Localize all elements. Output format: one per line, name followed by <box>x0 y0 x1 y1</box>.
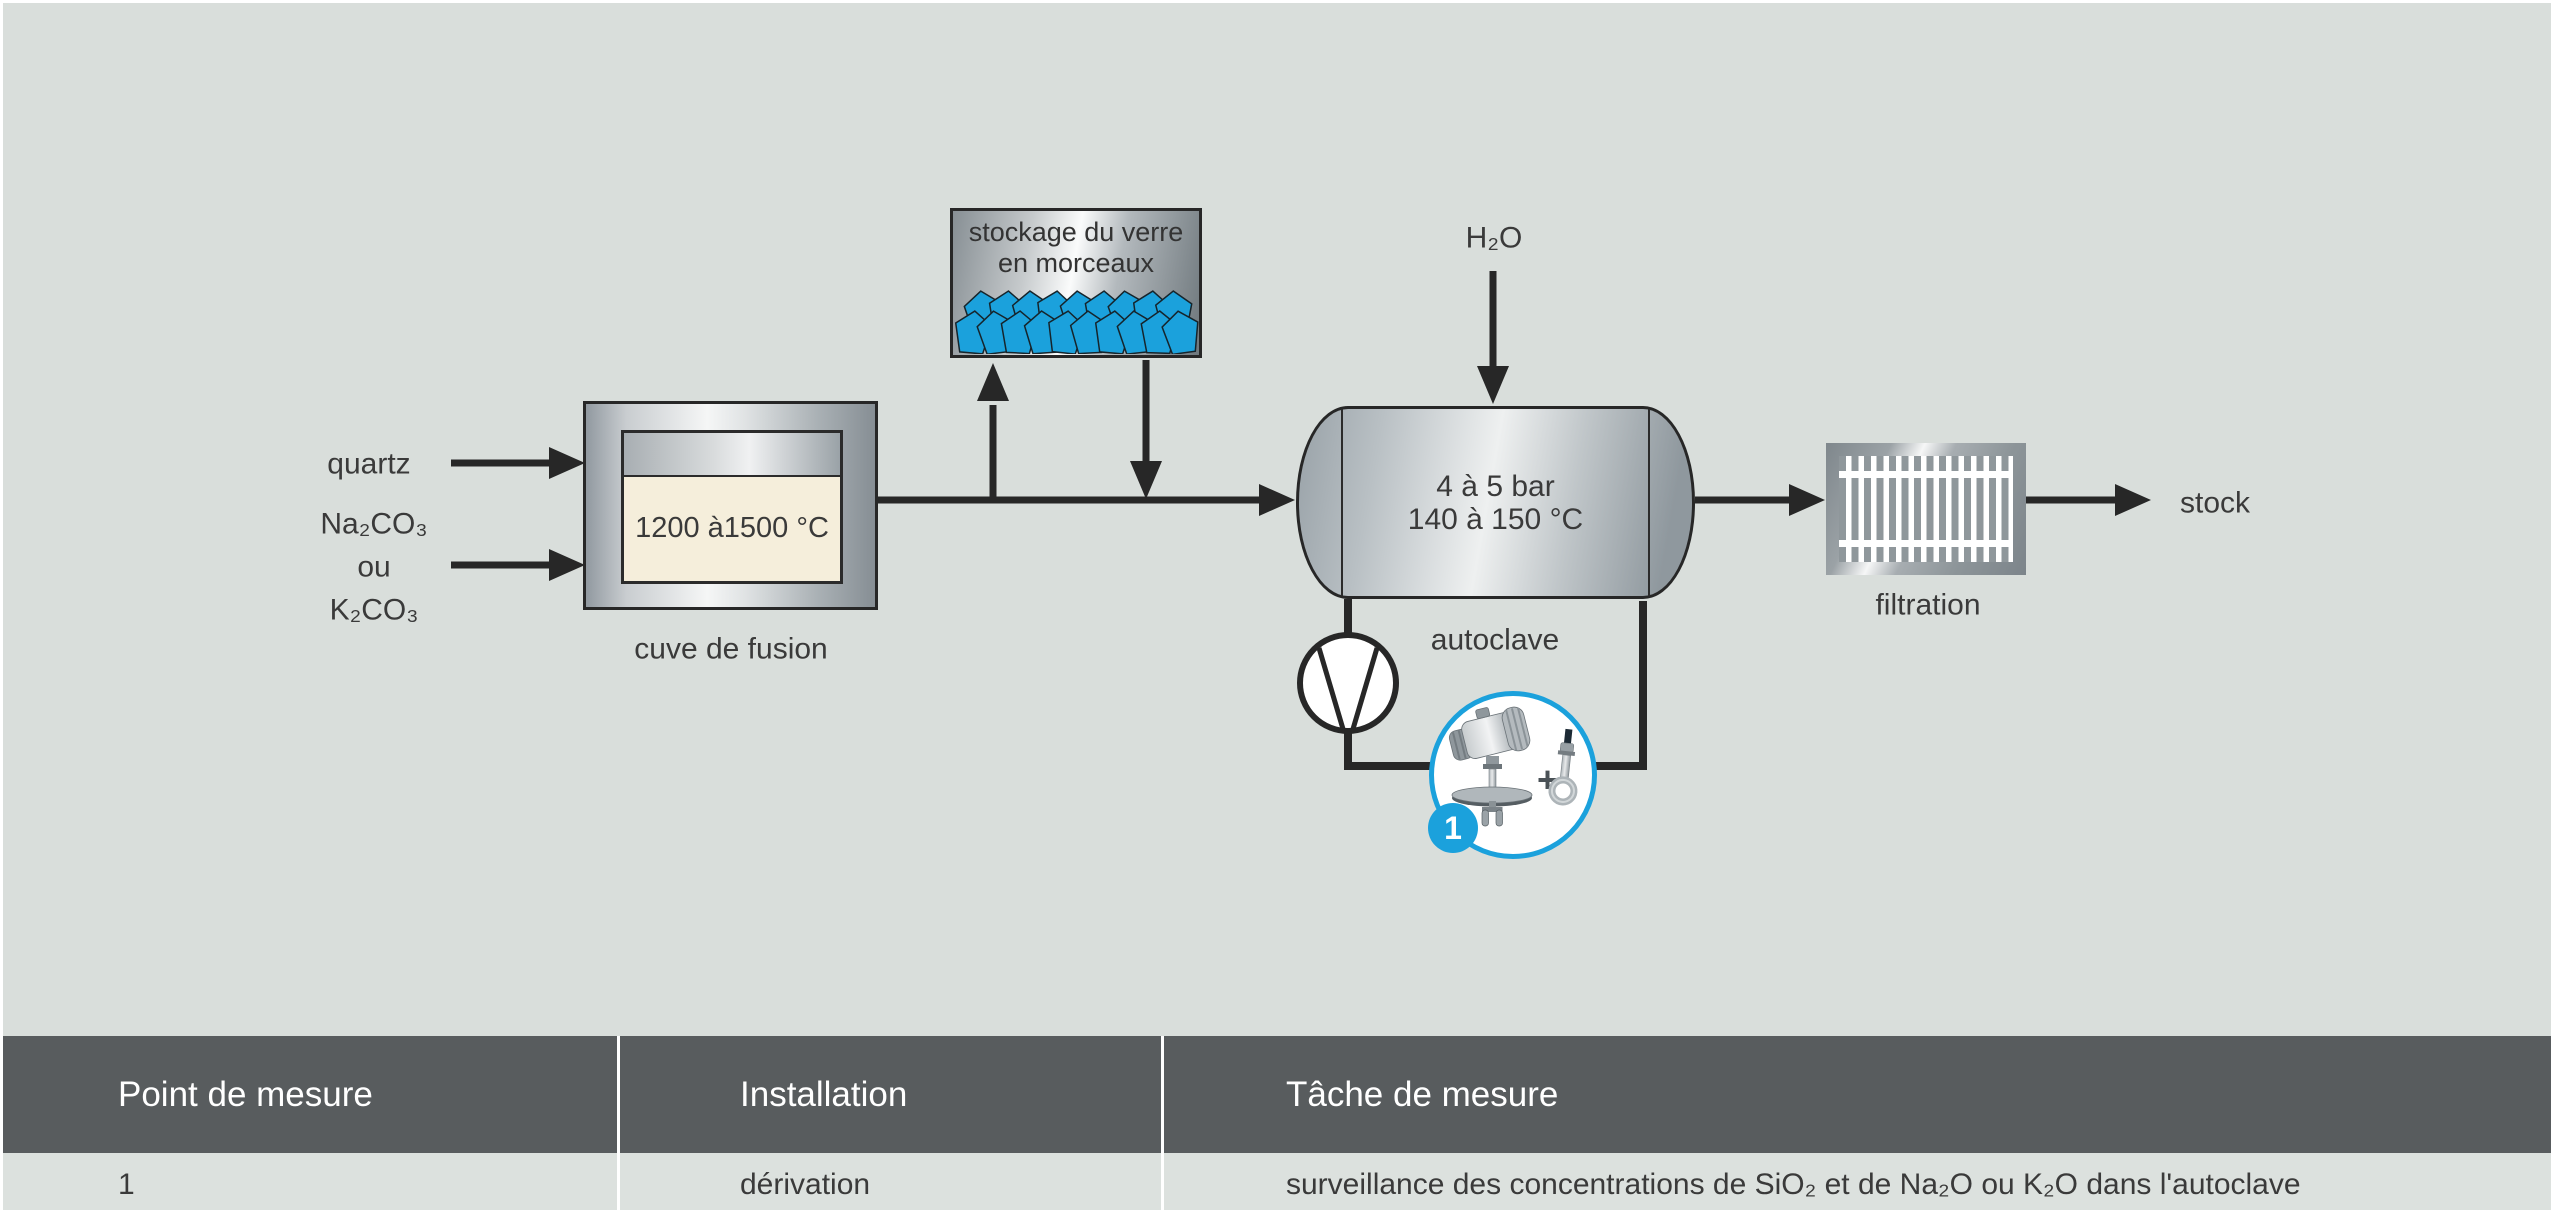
measure-point-badge: 1 <box>1428 803 1478 853</box>
melting-tank-temperature: 1200 à1500 °C <box>635 511 829 544</box>
header-text-installation: Installation <box>740 1074 908 1114</box>
filter-grid <box>1839 456 2013 562</box>
stock-label: stock <box>2179 486 2251 520</box>
row-cell-point: 1 <box>3 1153 620 1210</box>
water-input-label: H₂O <box>1465 221 1523 255</box>
row-cell-installation: dérivation <box>620 1153 1164 1210</box>
arrow-from-storage <box>1130 360 1162 499</box>
melting-tank-label: cuve de fusion <box>634 632 828 666</box>
autoclave-temperature: 140 à 150 °C <box>1407 502 1584 536</box>
glass-shards-icon <box>953 290 1199 354</box>
arrow-carbonate-input <box>451 549 585 581</box>
density-sensor-icon: + <box>1448 706 1578 827</box>
sensor-stem-and-flange <box>1451 756 1533 827</box>
input-label-quartz: quartz <box>327 447 411 481</box>
row-cell-tache: surveillance des concentrations de SiO₂ … <box>1164 1153 2551 1210</box>
pump-symbol <box>1297 632 1399 734</box>
autoclave-label: autoclave <box>1430 623 1560 657</box>
filtration-unit <box>1826 443 2026 575</box>
melting-tank-chamber: 1200 à1500 °C <box>621 430 843 584</box>
autoclave-left-seam <box>1341 409 1343 596</box>
header-cell-installation: Installation <box>620 1036 1164 1153</box>
arrow-water-input <box>1477 271 1509 404</box>
header-text-tache-de-mesure: Tâche de mesure <box>1286 1074 1559 1114</box>
glass-storage-box: stockage du verre en morceaux <box>950 208 1202 358</box>
carbonate-line-ou: ou <box>357 550 391 584</box>
arrow-melt-to-autoclave <box>878 484 1295 516</box>
glass-storage-label-line2: en morceaux <box>997 248 1155 278</box>
carbonate-line-k2co3: K₂CO₃ <box>329 593 419 627</box>
autoclave-vessel: 4 à 5 bar 140 à 150 °C <box>1296 406 1695 599</box>
arrow-quartz-input <box>451 447 585 479</box>
probe-sensor <box>1548 728 1578 806</box>
arrow-filtration-to-stock <box>2026 484 2151 516</box>
arrow-to-storage <box>977 363 1009 500</box>
transmitter-housing <box>1448 706 1531 761</box>
header-cell-point-de-mesure: Point de mesure <box>3 1036 620 1153</box>
melt-surface <box>624 433 840 477</box>
glass-storage-label-line1: stockage du verre <box>968 217 1184 247</box>
arrow-autoclave-to-filtration <box>1695 484 1825 516</box>
flow-lines-layer <box>451 271 2151 770</box>
melting-tank: 1200 à1500 °C <box>583 401 878 610</box>
row-text-point: 1 <box>118 1167 135 1201</box>
measure-point-number: 1 <box>1444 809 1462 846</box>
carbonate-line-na2co3: Na₂CO₃ <box>320 507 428 541</box>
autoclave-conditions: 4 à 5 bar 140 à 150 °C <box>1299 409 1692 596</box>
header-cell-tache-de-mesure: Tâche de mesure <box>1164 1036 2551 1153</box>
measure-table-row: 1 dérivation surveillance des concentrat… <box>3 1153 2551 1210</box>
autoclave-right-seam <box>1648 409 1650 596</box>
glass-storage-label: stockage du verre en morceaux <box>953 217 1199 279</box>
row-text-installation: dérivation <box>740 1167 871 1201</box>
input-label-carbonates: Na₂CO₃ ou K₂CO₃ <box>320 503 427 632</box>
filtration-label: filtration <box>1875 588 1981 622</box>
measure-table-header: Point de mesure Installation Tâche de me… <box>3 1036 2551 1153</box>
autoclave-pressure: 4 à 5 bar <box>1436 469 1555 503</box>
row-text-tache: surveillance des concentrations de SiO₂ … <box>1286 1167 2301 1201</box>
header-text-point-de-mesure: Point de mesure <box>118 1074 373 1114</box>
